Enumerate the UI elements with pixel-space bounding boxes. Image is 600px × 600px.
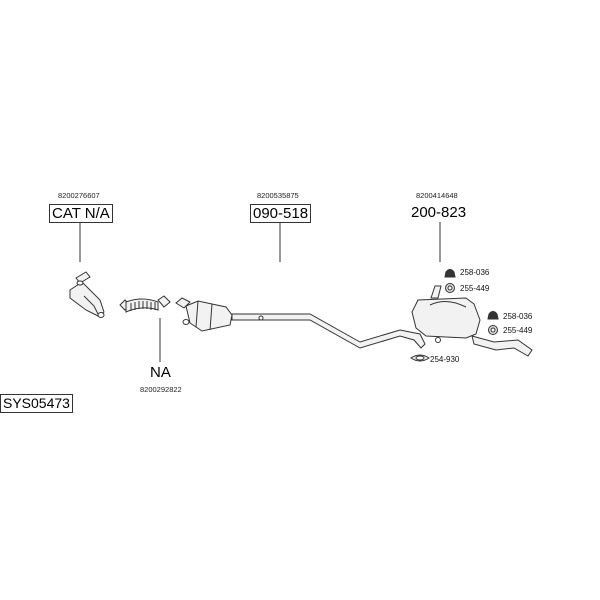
rubber-mount-icon — [487, 311, 499, 320]
rubber-mount-icon — [444, 269, 456, 278]
oem-number-label: 8200292822 — [140, 385, 182, 394]
part-code-label[interactable]: NA — [150, 364, 171, 381]
system-id-label: SYS05473 — [0, 394, 73, 413]
part-code-label[interactable]: 090-518 — [250, 204, 312, 223]
flex-pipe-part — [119, 295, 171, 313]
oem-number-label: 8200276607 — [58, 191, 100, 200]
catalyst-part — [69, 271, 105, 318]
hardware-code-label[interactable]: 254-930 — [430, 355, 460, 364]
hardware-code-label[interactable]: 255-449 — [460, 284, 490, 293]
part-code-label[interactable]: 200-823 — [411, 204, 467, 221]
hardware-code-label[interactable]: 258-036 — [460, 268, 490, 277]
hardware-code-label[interactable]: 255-449 — [503, 326, 533, 335]
part-code-label[interactable]: CAT N/A — [49, 204, 113, 223]
front-pipe-part — [175, 297, 426, 349]
hardware-code-label[interactable]: 258-036 — [503, 312, 533, 321]
rear-silencer-part — [411, 285, 533, 357]
oem-number-label: 8200535875 — [257, 191, 299, 200]
oem-number-label: 8200414648 — [416, 191, 458, 200]
